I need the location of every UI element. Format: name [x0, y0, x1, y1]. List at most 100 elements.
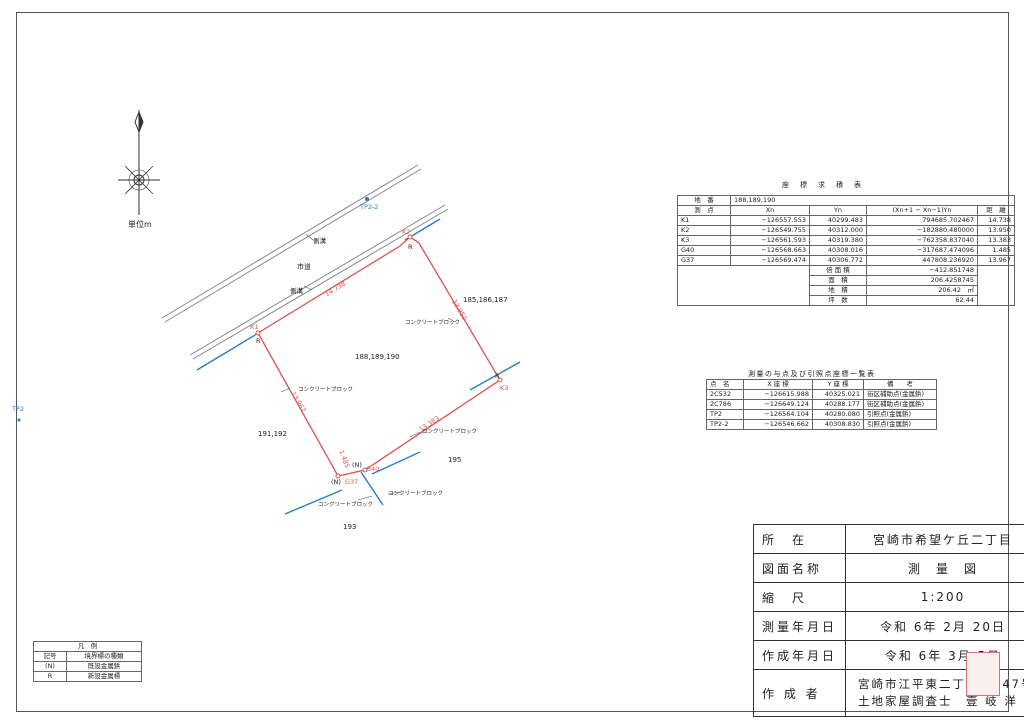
- summary-value: 206.42 ㎡: [866, 285, 978, 296]
- cell: −317687.474096: [866, 245, 978, 256]
- header-cell: 測 点: [677, 205, 731, 216]
- drawing-name-label: 図面名称: [752, 553, 847, 583]
- cell: K3: [677, 235, 731, 246]
- summary-row: 坪 数 62.44: [678, 295, 1015, 306]
- mark-r: R: [408, 243, 413, 251]
- scale-unit-label: 単位m: [128, 220, 152, 229]
- survey-date-label: 測量年月日: [752, 611, 847, 641]
- gutter-label-2: 側溝: [290, 287, 303, 295]
- cell: 14.738: [977, 215, 1015, 226]
- cell: 40308.016: [809, 245, 867, 256]
- gutter-label-1: 側溝: [313, 237, 326, 245]
- header-cell: Yn: [809, 205, 867, 216]
- cell: 2C786: [706, 399, 744, 410]
- table-row: (N)既設金属鋲: [33, 661, 142, 672]
- scale-label: 縮 尺: [752, 582, 847, 612]
- point-k3-label: K3: [500, 384, 509, 392]
- summary-value: −412.851748: [866, 265, 978, 276]
- parcel-main-label: 188,189,190: [355, 353, 400, 361]
- cell: TP2: [706, 409, 744, 420]
- cell: 40319.380: [809, 235, 867, 246]
- leader-lines: [280, 233, 456, 501]
- block-wall-label: コンクリートブロック: [298, 387, 354, 393]
- summary-row: 倍 面 積 −412.851748: [677, 265, 1015, 306]
- cell: −126649.124: [743, 399, 813, 410]
- header-cell: X 座 標: [743, 379, 813, 390]
- parcel-w-label: 191,192: [258, 430, 287, 438]
- point-k1-label: K1: [250, 323, 259, 331]
- drawing-sheet: [16, 12, 1009, 712]
- tp2-marker: [17, 418, 21, 422]
- boundary-points: [255, 234, 503, 479]
- seal-stamp-icon: [966, 652, 1000, 696]
- cell: −126569.474: [730, 255, 810, 266]
- cell: −126561.593: [730, 235, 810, 246]
- area-table-title: 座 標 求 積 表: [782, 181, 863, 189]
- cell: 40312.000: [809, 225, 867, 236]
- north-arrow-icon: [118, 110, 160, 215]
- cell: −126546.662: [743, 419, 813, 430]
- cell: 13.950: [977, 225, 1015, 236]
- cell: 既設金属鋲: [66, 661, 142, 672]
- cell: 794685.702467: [866, 215, 978, 226]
- point-k2-label: K2: [402, 228, 411, 236]
- table-header-row: 記号 境界標の種類: [33, 651, 142, 662]
- tp2-2-marker: [365, 197, 369, 201]
- header-cell: 記号: [33, 651, 67, 662]
- cell: −126615.988: [743, 389, 813, 400]
- header-cell: Xn: [730, 205, 810, 216]
- point-g40-label: G40: [366, 465, 380, 473]
- tp2-2-label: TP2-2: [360, 203, 379, 211]
- block-wall-label: コンクリートブロック: [318, 502, 374, 508]
- cell: 13.967: [977, 255, 1015, 266]
- cell: G40: [677, 245, 731, 256]
- parcel-s-label: 195: [448, 456, 462, 464]
- author-label: 作 成 者: [752, 669, 847, 717]
- cell: 2C532: [706, 389, 744, 400]
- author-name: 土地家屋調査士 壹 岐 洋 一: [858, 694, 1024, 708]
- survey-date-value: 令和 6年 2月 20日: [845, 611, 1024, 641]
- block-wall-label: コンクリートブロック: [422, 429, 478, 435]
- cell: −762358.837040: [866, 235, 978, 246]
- cell: 40288.177: [812, 399, 864, 410]
- cell: −126549.755: [730, 225, 810, 236]
- scale-value: 1:200: [845, 582, 1024, 612]
- summary-label: 地 積: [809, 285, 867, 296]
- cell: 40280.080: [812, 409, 864, 420]
- summary-value: 62.44: [866, 295, 978, 306]
- header-cell: (Xn+1 − Xn−1)Yn: [866, 205, 978, 216]
- gutter-lines: [196, 218, 521, 515]
- cell: 40325.021: [812, 389, 864, 400]
- cell: (N): [33, 661, 67, 672]
- lot-value: 188,189,190: [730, 195, 1015, 206]
- table-header-row: 測 点 Xn Yn (Xn+1 − Xn−1)Yn 距 離: [677, 205, 1015, 216]
- cell: 40306.772: [809, 255, 867, 266]
- cell: −126568.663: [730, 245, 810, 256]
- parcel-sw-label: 193: [343, 523, 357, 531]
- cell: G37: [677, 255, 731, 266]
- header-cell: Y 座 標: [812, 379, 864, 390]
- cell: 街区補助点(金属鋲): [863, 399, 937, 410]
- points-table-title: 測量の与点及び引照点座標一覧表: [748, 370, 876, 378]
- area-table: 地 番 188,189,190 測 点 Xn Yn (Xn+1 − Xn−1)Y…: [677, 195, 1015, 306]
- header-cell: 点 名: [706, 379, 744, 390]
- mark-n: (N): [331, 478, 341, 486]
- cell: K1: [677, 215, 731, 226]
- mark-r: R: [495, 372, 500, 380]
- cell: −126557.553: [730, 215, 810, 226]
- cell: 引照点(金属鋲): [863, 409, 937, 420]
- table-header-row: 点 名 X 座 標 Y 座 標 備 考: [706, 379, 937, 390]
- road-label: 市道: [297, 263, 311, 271]
